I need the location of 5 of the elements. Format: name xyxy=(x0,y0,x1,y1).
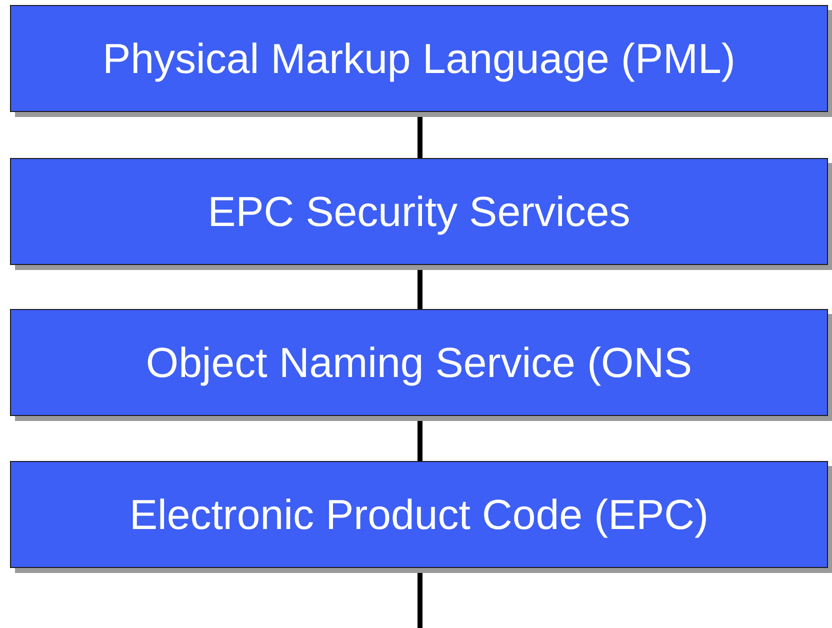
connector-line xyxy=(418,573,422,628)
layer-label: EPC Security Services xyxy=(208,188,630,236)
layer-label: Physical Markup Language (PML) xyxy=(102,34,736,82)
layer-label: Object Naming Service (ONS xyxy=(146,338,692,386)
layer-label: Electronic Product Code (EPC) xyxy=(130,490,708,538)
